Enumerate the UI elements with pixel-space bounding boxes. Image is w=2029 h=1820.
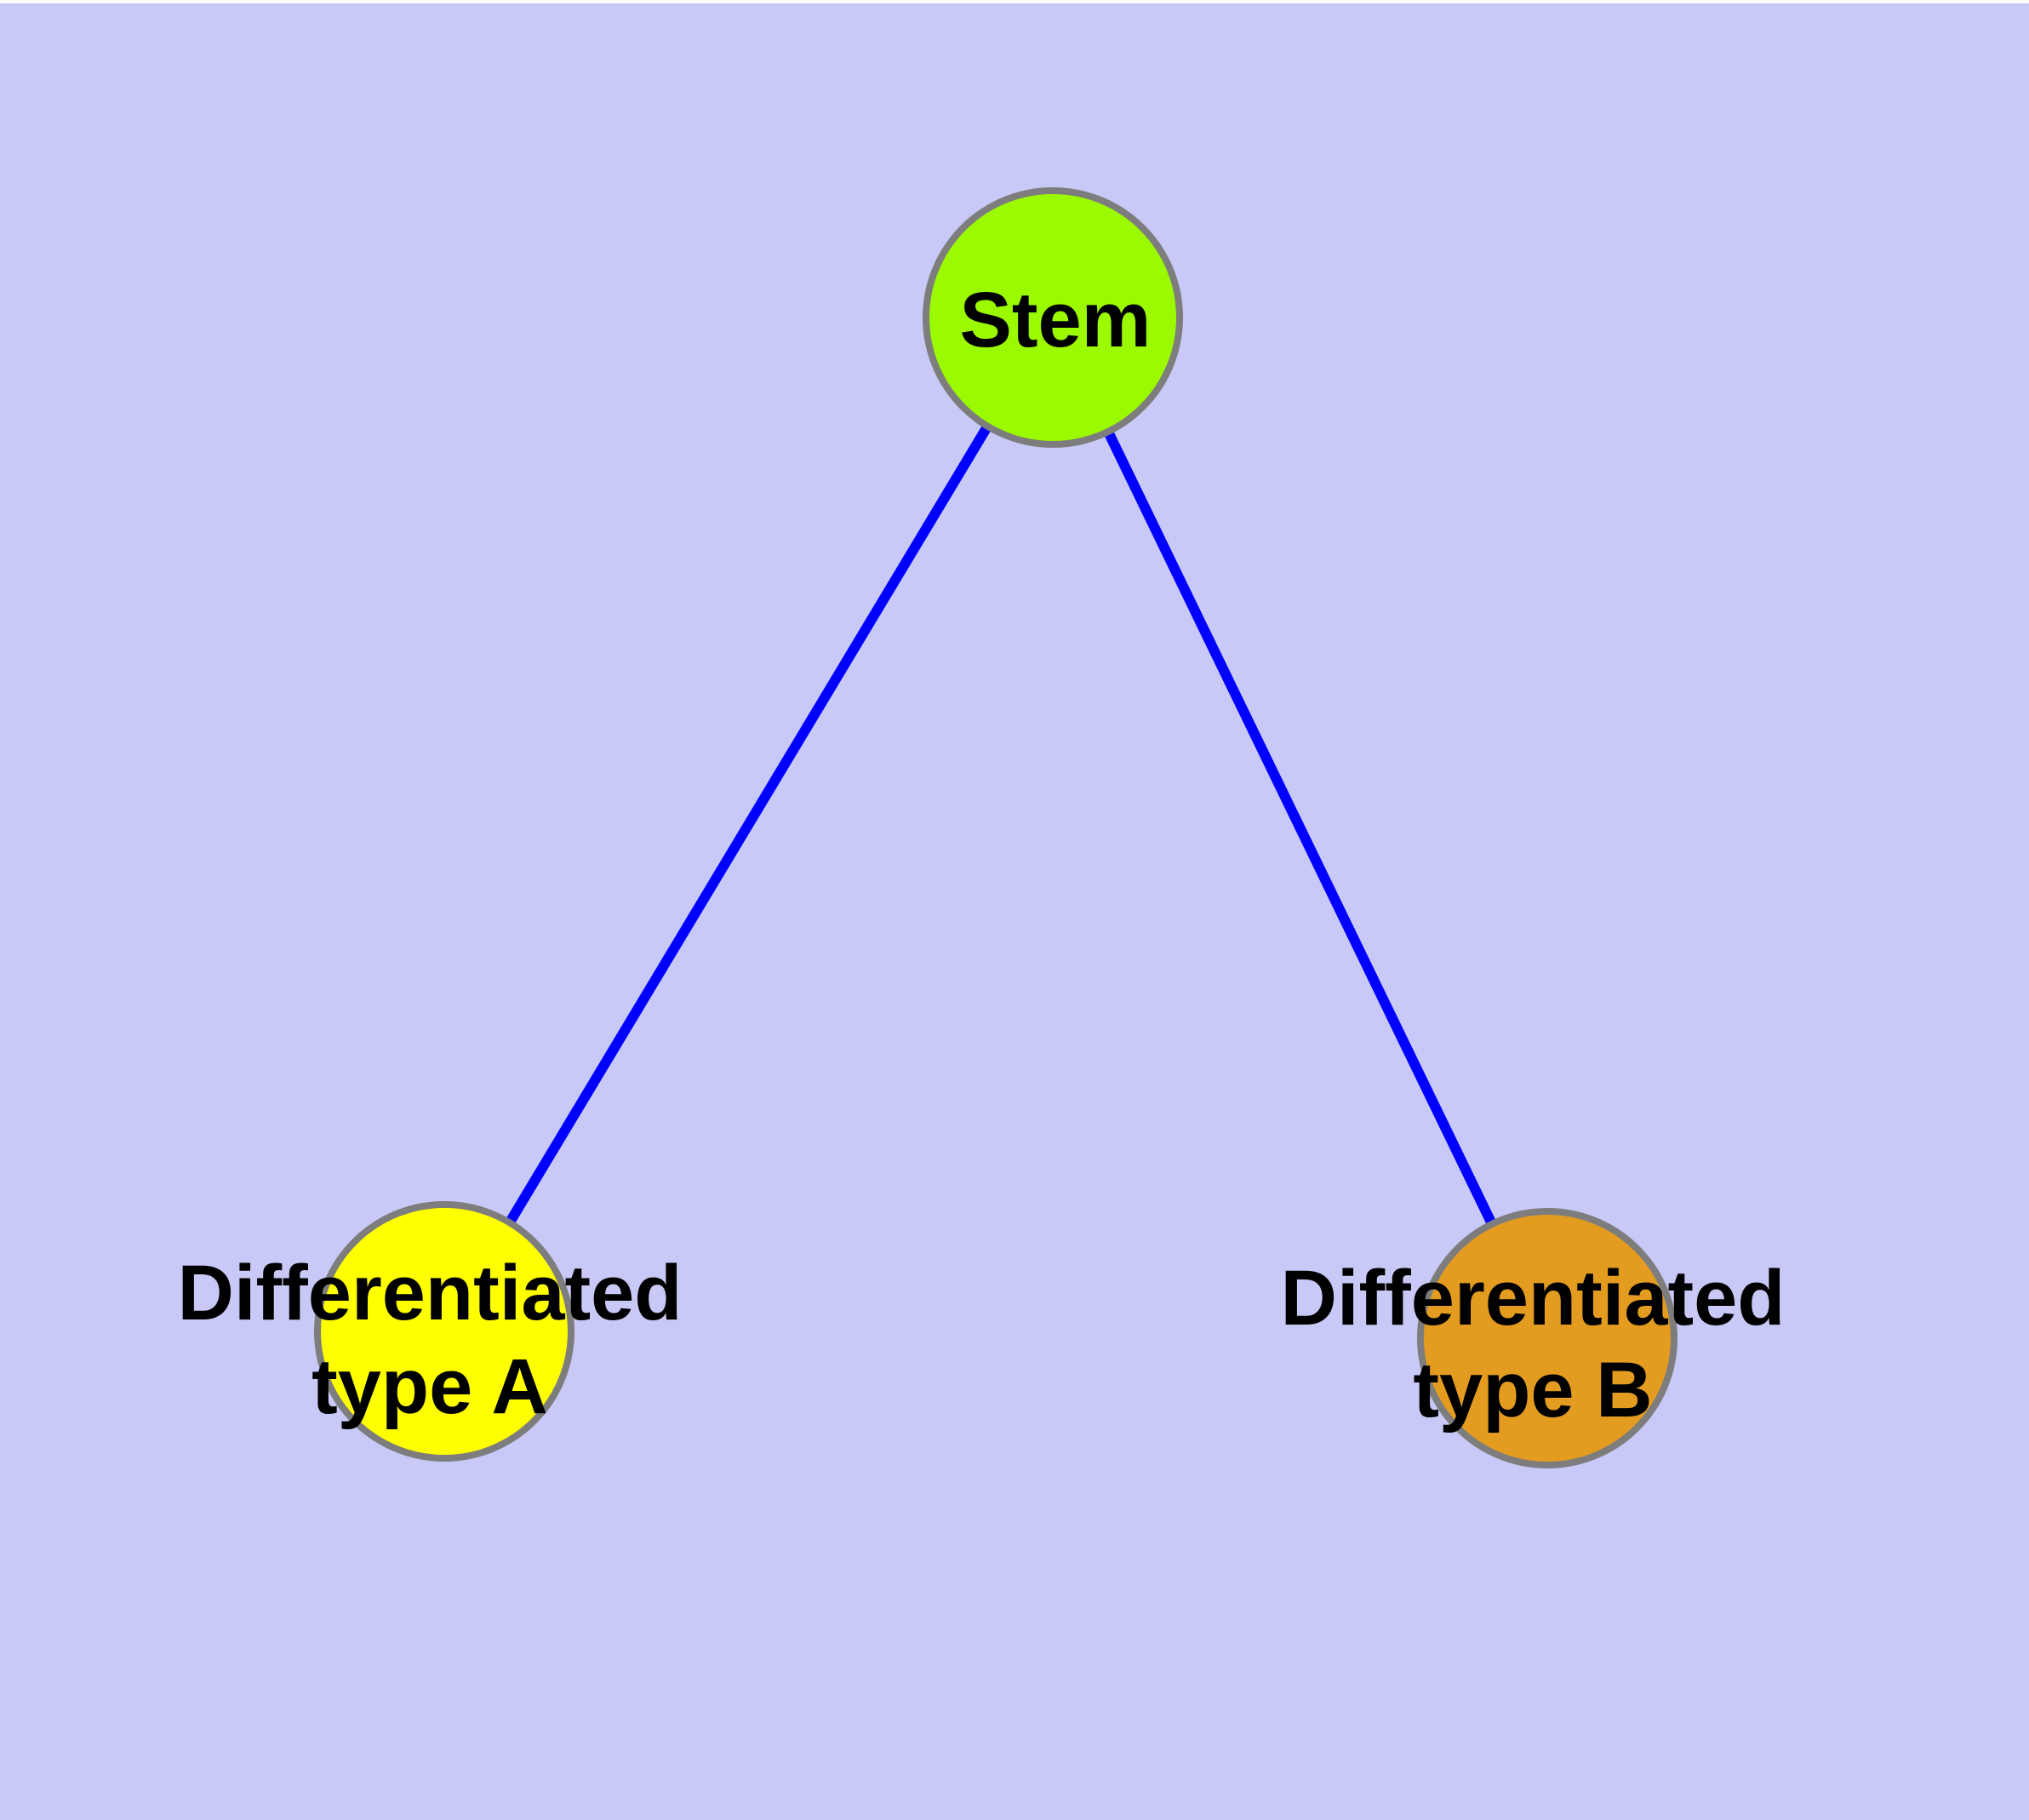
node-type-b-label-line2: type B (1413, 1347, 1652, 1434)
node-type-b-circle (1417, 1208, 1677, 1468)
node-type-b-label-line1: Differentiated (1281, 1255, 1786, 1342)
edge-stem-to-type-a (439, 314, 1058, 1335)
node-type-a-label-line1: Differentiated (178, 1250, 683, 1336)
node-type-a-circle (314, 1201, 574, 1462)
top-edge-strip (0, 0, 2029, 3)
node-stem-label: Stem (960, 277, 1152, 363)
node-stem-circle (923, 187, 1183, 448)
node-type-a-label-line2: type A (311, 1343, 548, 1430)
edge-stem-to-type-b (1048, 315, 1552, 1341)
